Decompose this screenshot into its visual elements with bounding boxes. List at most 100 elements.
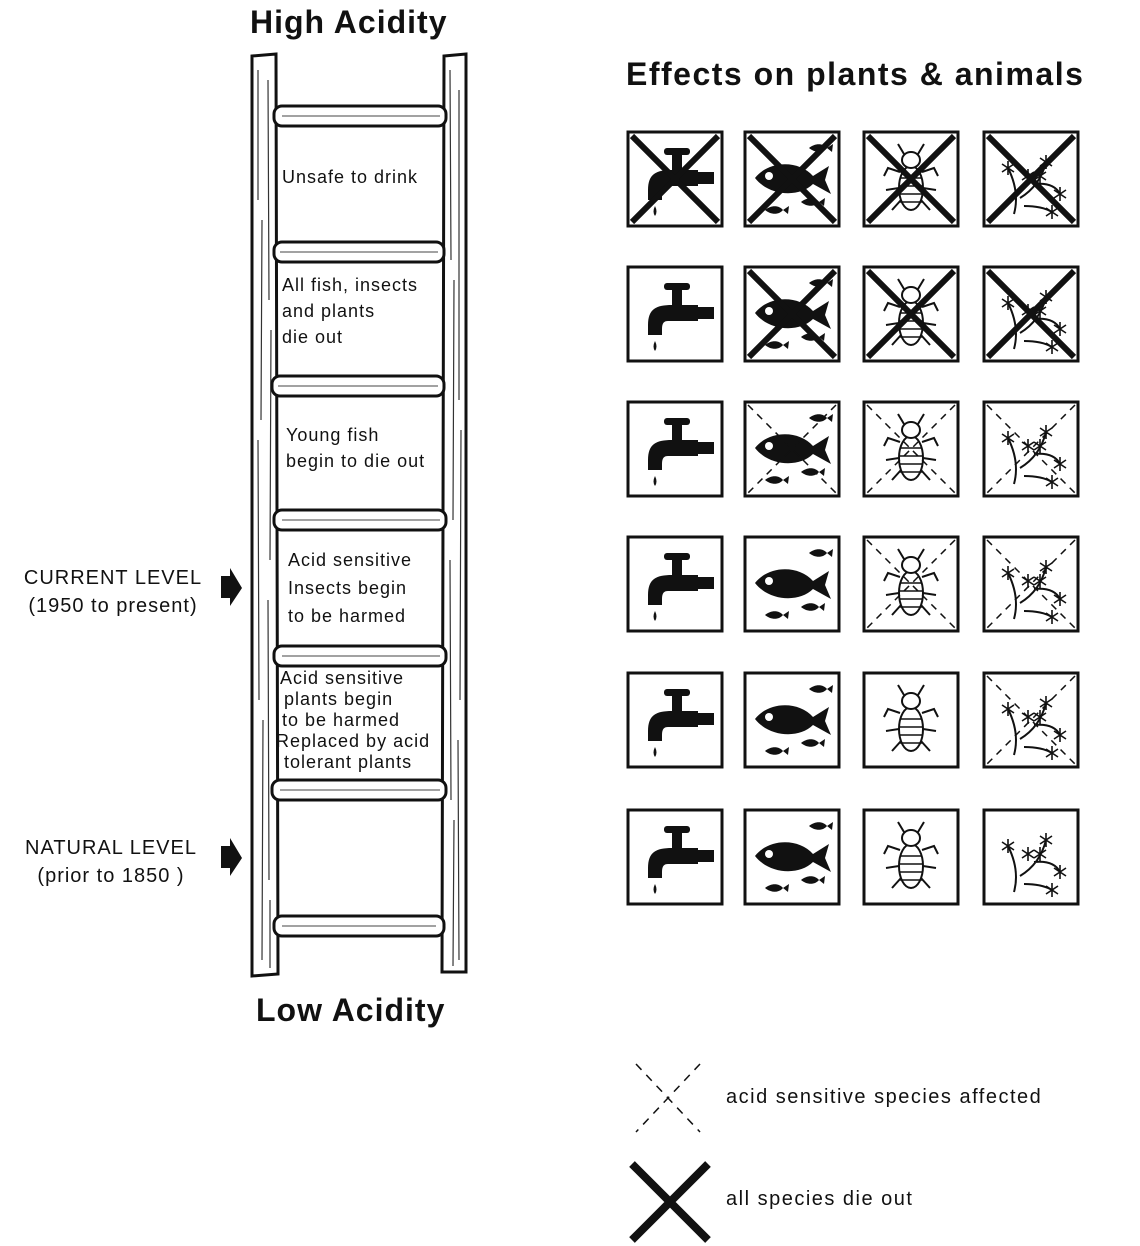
grid-cell-fish bbox=[743, 671, 841, 769]
low-acidity-title: Low Acidity bbox=[256, 992, 446, 1028]
current-level-title: CURRENT LEVEL bbox=[23, 567, 203, 589]
insect-antennae bbox=[897, 278, 925, 290]
insect-head bbox=[901, 151, 921, 169]
insect-icon bbox=[883, 548, 939, 616]
rung-line: tolerant plants bbox=[284, 752, 413, 772]
grid-cell-plant bbox=[982, 535, 1080, 633]
plant-icon bbox=[1001, 425, 1067, 489]
grid-cell-tap bbox=[626, 265, 724, 363]
solid-cross-mark bbox=[746, 268, 838, 360]
tap-pipe bbox=[696, 172, 714, 184]
plant-leaf bbox=[1053, 322, 1067, 336]
tap-handle bbox=[664, 418, 690, 425]
grid-cell-insect bbox=[862, 130, 960, 228]
small-fish bbox=[809, 822, 833, 830]
ladder-right-rail bbox=[440, 52, 468, 974]
small-fish bbox=[809, 549, 833, 557]
grid-cell-tap bbox=[626, 400, 724, 498]
small-fish bbox=[801, 739, 825, 747]
rung-line: Unsafe to drink bbox=[282, 167, 419, 187]
small-fish bbox=[801, 876, 825, 884]
rung-line: All fish, insects bbox=[282, 275, 419, 295]
water-drop bbox=[653, 476, 657, 486]
tap-stem bbox=[672, 559, 682, 575]
tap-body bbox=[648, 711, 698, 741]
grid-cell-fish bbox=[743, 130, 841, 228]
grid-cell-tap bbox=[626, 671, 724, 769]
tap-icon bbox=[648, 689, 714, 757]
insect-antennae bbox=[897, 821, 925, 833]
solid-cross-mark bbox=[985, 268, 1077, 360]
legend-dashed-symbol bbox=[635, 1063, 701, 1133]
natural-level-dates: (prior to 1850 ) bbox=[37, 865, 185, 887]
water-drop bbox=[653, 341, 657, 351]
rung-line: Acid sensitive bbox=[280, 668, 405, 688]
rung-text-all-die: All fish, insects and plants die out bbox=[282, 272, 418, 350]
insect-legs bbox=[883, 844, 939, 889]
small-fish bbox=[765, 884, 789, 892]
big-fish bbox=[755, 842, 831, 872]
grid-cell-fish bbox=[743, 535, 841, 633]
rung-text-plants: Acid sensitive plants begin to be harmed… bbox=[276, 668, 430, 773]
current-level-label: CURRENT LEVEL (1950 to present) bbox=[6, 564, 220, 620]
plant-stems bbox=[1007, 702, 1061, 756]
grid-cell-fish bbox=[743, 808, 841, 906]
insect-head bbox=[901, 829, 921, 847]
fish-eye bbox=[765, 577, 773, 585]
plant-leaf bbox=[1021, 847, 1035, 861]
plant-leaf bbox=[1045, 475, 1059, 489]
current-level-arrow bbox=[221, 568, 242, 606]
water-drop bbox=[653, 884, 657, 894]
tap-body bbox=[648, 575, 698, 605]
plant-leaf bbox=[1001, 702, 1015, 716]
cell-frame bbox=[982, 808, 1080, 906]
grid-cell-plant bbox=[982, 400, 1080, 498]
small-fish bbox=[765, 611, 789, 619]
plant-leaf bbox=[1053, 592, 1067, 606]
tap-body bbox=[648, 440, 698, 470]
small-fish bbox=[801, 468, 825, 476]
big-fish bbox=[755, 434, 831, 464]
fish-icon bbox=[755, 822, 833, 892]
grid-cell-tap bbox=[626, 130, 724, 228]
plant-stems bbox=[1007, 839, 1061, 893]
grid-cell-fish bbox=[743, 265, 841, 363]
plant-leaf bbox=[1053, 457, 1067, 471]
plant-stems bbox=[1007, 431, 1061, 485]
rung-line: Young fish bbox=[286, 425, 380, 445]
plant-leaf bbox=[1053, 187, 1067, 201]
plant-leaf bbox=[1053, 728, 1067, 742]
insect-abdomen bbox=[898, 706, 924, 752]
plant-leaf bbox=[1045, 205, 1059, 219]
grid-cell-insect bbox=[862, 671, 960, 769]
small-fish bbox=[765, 747, 789, 755]
grid-cell-plant bbox=[982, 265, 1080, 363]
plant-leaf bbox=[1001, 566, 1015, 580]
plant-leaf bbox=[1001, 161, 1015, 175]
tap-pipe bbox=[696, 442, 714, 454]
fish-eye bbox=[765, 713, 773, 721]
tap-stem bbox=[672, 424, 682, 440]
plant-leaf bbox=[1039, 833, 1053, 847]
tap-handle bbox=[664, 826, 690, 833]
grid-cell-fish bbox=[743, 400, 841, 498]
water-drop bbox=[653, 206, 657, 216]
insect-antennae bbox=[897, 548, 925, 560]
tap-pipe bbox=[696, 850, 714, 862]
plant-leaf bbox=[1045, 340, 1059, 354]
tap-icon bbox=[648, 553, 714, 621]
tap-pipe bbox=[696, 307, 714, 319]
grid-cell-tap bbox=[626, 535, 724, 633]
grid-cell-plant bbox=[982, 808, 1080, 906]
plant-leaf bbox=[1045, 610, 1059, 624]
fish-icon bbox=[755, 414, 833, 484]
rung-line: and plants bbox=[282, 301, 376, 321]
plant-icon bbox=[1001, 560, 1067, 624]
grid-cell-plant bbox=[982, 671, 1080, 769]
plant-icon bbox=[1001, 833, 1067, 897]
small-fish bbox=[765, 476, 789, 484]
insect-abdomen bbox=[898, 843, 924, 889]
insect-legs bbox=[883, 301, 939, 346]
solid-cross-mark bbox=[865, 268, 957, 360]
